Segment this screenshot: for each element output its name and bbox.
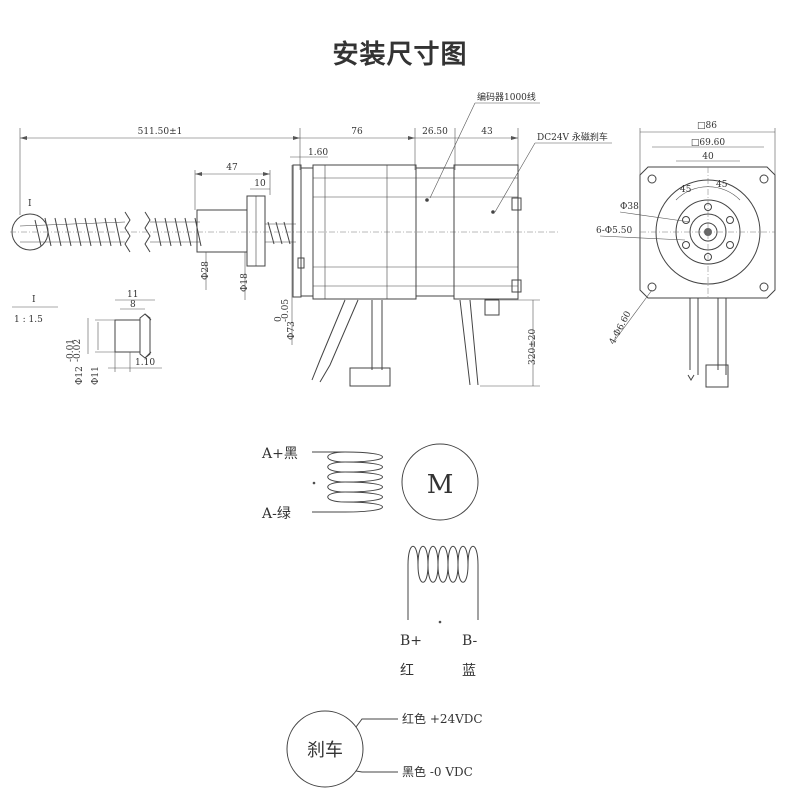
dim-47: 47 bbox=[226, 163, 238, 173]
page-title: 安装尺寸图 bbox=[332, 40, 468, 70]
detail-tol-top: -0.01 bbox=[66, 339, 76, 362]
dim-tol-73-top: 0 bbox=[274, 316, 284, 322]
dim-holes-6: 6-Φ5.50 bbox=[596, 226, 632, 236]
wire-b-minus: B- bbox=[462, 633, 478, 649]
lead-screw: I Φ28 Φ18 bbox=[10, 195, 560, 300]
detail-dim-11: 11 bbox=[127, 290, 138, 300]
dim-square-69-60: □69.60 bbox=[691, 138, 726, 148]
dim-angle-45a: 45 bbox=[680, 185, 692, 195]
brake-symbol: 刹车 bbox=[307, 740, 343, 761]
callout-brake: DC24V 永磁刹车 bbox=[537, 131, 608, 143]
dim-square-86: □86 bbox=[697, 121, 717, 131]
detail-dim-1-10: 1.10 bbox=[135, 358, 155, 368]
dim-43: 43 bbox=[481, 127, 493, 137]
detail-label: I bbox=[32, 295, 36, 305]
motor-body: Φ73 0 -0.05 320±20 bbox=[274, 164, 540, 387]
dim-holes-4: 4-Φ6.60 bbox=[608, 310, 634, 347]
dim-dia-18: Φ18 bbox=[240, 273, 250, 292]
detail-dim-8: 8 bbox=[130, 300, 136, 310]
dim-tol-73-bot: -0.05 bbox=[281, 299, 291, 322]
detail-marker: I bbox=[28, 199, 32, 209]
brake-wire-positive: 红色 +24VDC bbox=[402, 711, 483, 726]
dim-dia-28: Φ28 bbox=[201, 261, 211, 280]
dim-dia-73: Φ73 bbox=[287, 321, 297, 340]
wire-a-minus: A-绿 bbox=[261, 506, 291, 522]
wiring-diagram: A+黑 A-绿 M B+ B- 红 蓝 刹车 红色 +24VDC 黑色 -0 V… bbox=[261, 443, 483, 788]
dim-26-50: 26.50 bbox=[422, 127, 448, 137]
dim-height-320: 320±20 bbox=[528, 329, 538, 365]
dim-dia-38: Φ38 bbox=[620, 202, 639, 212]
dim-76: 76 bbox=[351, 127, 363, 137]
detail-dia-12: Φ12 bbox=[75, 366, 85, 385]
callout-encoder: 编码器1000线 bbox=[477, 91, 536, 103]
detail-dia-11: Φ11 bbox=[91, 366, 101, 385]
wire-a-plus: A+黑 bbox=[261, 446, 298, 462]
wire-b-minus-color: 蓝 bbox=[462, 663, 476, 679]
detail-scale: 1 : 1.5 bbox=[14, 315, 43, 325]
dim-40: 40 bbox=[702, 152, 714, 162]
front-view: □86 □69.60 40 45 45 Φ38 6-Φ5.50 4-Φ6.60 bbox=[596, 121, 776, 388]
dim-10: 10 bbox=[254, 179, 266, 189]
top-dimensions: 511.50±1 76 26.50 43 1.60 47 10 bbox=[19, 127, 519, 215]
brake-wire-negative: 黑色 -0 VDC bbox=[402, 765, 473, 779]
wire-b-plus: B+ bbox=[400, 633, 422, 649]
detail-view: I 1 : 1.5 11 8 Φ12 -0.01 -0.02 Φ11 1.10 bbox=[12, 290, 162, 385]
motor-symbol: M bbox=[427, 470, 454, 500]
dim-angle-45b: 45 bbox=[716, 180, 728, 190]
dim-1-60: 1.60 bbox=[308, 148, 328, 158]
dim-total-length: 511.50±1 bbox=[138, 127, 183, 137]
wire-b-plus-color: 红 bbox=[400, 663, 414, 679]
callouts: 编码器1000线 DC24V 永磁刹车 bbox=[429, 91, 612, 213]
detail-tol-bot: -0.02 bbox=[73, 339, 83, 362]
